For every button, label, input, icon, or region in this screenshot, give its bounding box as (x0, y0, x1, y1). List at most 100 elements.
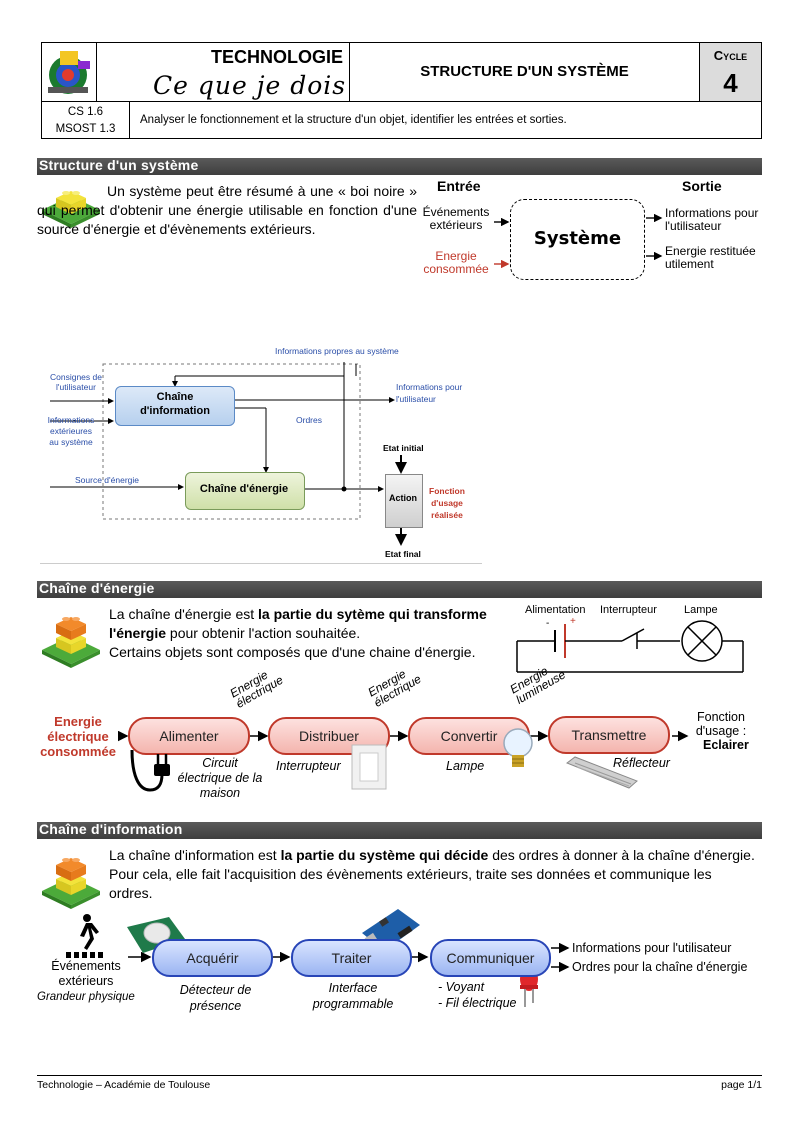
fonction-usage-label: Fonction d'usage réalisée (429, 486, 465, 520)
energie-paragraph: La chaîne d'énergie est la partie du syt… (109, 605, 499, 662)
info-p-part1: La chaîne d'information est (109, 847, 281, 863)
block-communiquer-label: Communiquer (446, 950, 535, 966)
entree-label: Entrée (437, 178, 481, 194)
info-input-sublabel: Grandeur physique (37, 991, 135, 1003)
output-energy-label: Energie restituée utilement (665, 244, 756, 271)
subject-label: TECHNOLOGIE (210, 47, 343, 67)
robot-logo-icon (48, 51, 90, 94)
code-cs: CS 1.6 (67, 106, 104, 118)
energie-input-label: Energie électrique consommée (40, 714, 116, 759)
circuit-schematic (516, 620, 744, 673)
circuit-interrupteur-label: Interrupteur (600, 604, 657, 616)
page-title: STRUCTURE D'UN SYSTÈME (420, 63, 629, 80)
section-title-information: Chaîne d'information (39, 821, 183, 837)
objective-text: Analyser le fonctionnement et la structu… (140, 114, 567, 126)
energie-chain-arrows (118, 730, 689, 742)
circuit-plus-label: + (570, 616, 576, 627)
light-switch-icon (351, 744, 387, 790)
example-reflecteur: Réflecteur (613, 756, 670, 770)
cycle-label: Cycle (713, 48, 748, 63)
input-energy-label: Energie consommée (423, 249, 489, 276)
infos-propres-label: Informations propres au système (275, 346, 399, 356)
info-p-bold: la partie du système qui décide (280, 847, 489, 863)
footer-rule (37, 1075, 762, 1076)
codes-cell: CS 1.6 MSOST 1.3 (42, 101, 130, 138)
header-table: TECHNOLOGIE Ce que je dois STRUCTURE D'U… (41, 42, 762, 139)
output-info-label: Informations pour l'utilisateur (665, 206, 759, 233)
ordres-label: Ordres (296, 415, 322, 425)
chaine-info-label: Chaîne d'information (140, 391, 210, 417)
cycle-cell: Cycle 4 (700, 43, 761, 101)
info-p-part2: des ordres à donner à la chaîne d'énergi… (488, 847, 755, 863)
subject-cell: TECHNOLOGIE Ce que je dois (97, 43, 350, 101)
subtitle-label: Ce que je dois (153, 71, 347, 100)
plug-icon (130, 749, 170, 792)
chaine-energie-label: Chaîne d'énergie (199, 483, 289, 495)
section-title-energie: Chaîne d'énergie (39, 580, 155, 596)
block-acquerir: Acquérir (152, 939, 273, 977)
energie-p-part2: pour obtenir l'action souhaitée. (166, 625, 361, 641)
energie-output-label: Fonction d'usage : (695, 710, 747, 738)
infos-ext-label: Informations extérieures au système (47, 415, 95, 447)
pedestrian-icon (66, 914, 103, 958)
diagram-bottom-rule (40, 563, 482, 564)
energie-p-line2: Certains objets sont composés que d'une … (109, 644, 476, 660)
chaine-energie-block (185, 472, 305, 510)
footer-left: Technologie – Académie de Toulouse (37, 1079, 211, 1091)
energie-p-bold: la partie du sytème qui transforme l'éne… (109, 606, 487, 641)
system-label: Système (533, 228, 622, 249)
circuit-alimentation-label: Alimentation (525, 604, 586, 616)
example-interface: Interface programmable (312, 981, 394, 1011)
system-box (510, 199, 645, 280)
block-traiter-label: Traiter (331, 950, 372, 966)
etat-final-label: Etat final (385, 549, 421, 559)
info-p-line2: Pour cela, elle fait l'acquisition des é… (109, 866, 712, 901)
infos-user-label: Informations pour l'utilisateur (396, 382, 463, 404)
block-acquerir-label: Acquérir (186, 950, 239, 966)
info-output-user: Informations pour l'utilisateur (572, 941, 732, 955)
circuit-minus-label: - (546, 618, 550, 629)
lego-stack-information-icon (42, 858, 100, 909)
section-title-structure: Structure d'un système (39, 157, 199, 173)
example-detecteur: Détecteur de présence (179, 983, 252, 1013)
example-lampe: Lampe (446, 759, 485, 773)
example-interrupteur: Interrupteur (276, 759, 341, 773)
consignes-label: Consignes de l'utilisateur (50, 372, 102, 392)
structure-paragraph: Un système peut être résumé à une « boi … (37, 183, 417, 237)
structure-diagram: Chaîne d'information Chaîne d'énergie Ac… (40, 338, 482, 564)
block-transmettre: Transmettre (548, 716, 670, 754)
objective-cell: Analyser le fonctionnement et la structu… (130, 101, 761, 138)
sortie-label: Sortie (682, 178, 722, 194)
example-circuit: Circuit électrique de la maison (177, 756, 263, 800)
example-voyant: - Voyant (438, 980, 485, 994)
title-cell: STRUCTURE D'UN SYSTÈME (350, 43, 700, 101)
source-label: Source d'énergie (75, 475, 139, 485)
reflector-icon (565, 756, 638, 789)
circuit-diagram: Alimentation Interrupteur Lampe - + (512, 600, 748, 675)
information-paragraph: La chaîne d'information est la partie du… (109, 846, 759, 903)
circuit-lampe-label: Lampe (684, 604, 718, 616)
system-arrows (494, 213, 663, 269)
etat-initial-label: Etat initial (383, 443, 424, 453)
block-transmettre-label: Transmettre (571, 727, 647, 743)
logo-cell (42, 43, 97, 101)
action-label: Action (389, 493, 417, 503)
energie-p-part1: La chaîne d'énergie est (109, 606, 259, 622)
light-bulb-icon (503, 728, 533, 767)
block-alimenter: Alimenter (128, 717, 250, 755)
cycle-number: 4 (723, 68, 738, 98)
block-traiter: Traiter (291, 939, 412, 977)
energie-output-value: Eclairer (703, 738, 749, 752)
input-events-label: Événements extérieurs (422, 205, 490, 232)
chaine-info-block (115, 386, 235, 426)
section-bar-energie: Chaîne d'énergie (37, 580, 762, 598)
lego-stack-energie-icon (42, 617, 100, 668)
block-convertir-label: Convertir (440, 728, 498, 744)
code-msost: MSOST 1.3 (55, 123, 116, 135)
footer-right: page 1/1 (721, 1079, 762, 1091)
block-alimenter-label: Alimenter (159, 728, 219, 744)
block-distribuer-label: Distribuer (299, 728, 359, 744)
section-bar-information: Chaîne d'information (37, 821, 762, 839)
action-block (385, 474, 423, 528)
example-fil: - Fil électrique (438, 996, 517, 1010)
